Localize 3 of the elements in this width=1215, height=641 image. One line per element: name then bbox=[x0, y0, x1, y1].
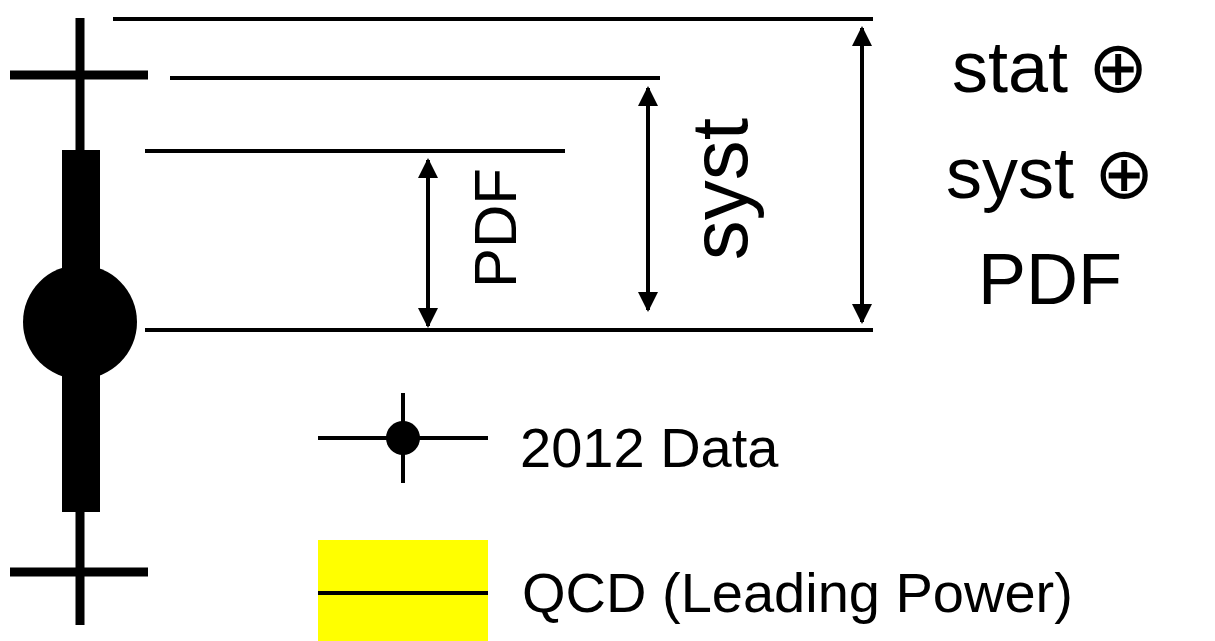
legend-label: 2012 Data bbox=[520, 420, 779, 476]
uncertainty-label: PDF bbox=[466, 168, 526, 288]
uncertainty-label: stat ⊕ syst ⊕ PDF bbox=[945, 26, 1155, 321]
